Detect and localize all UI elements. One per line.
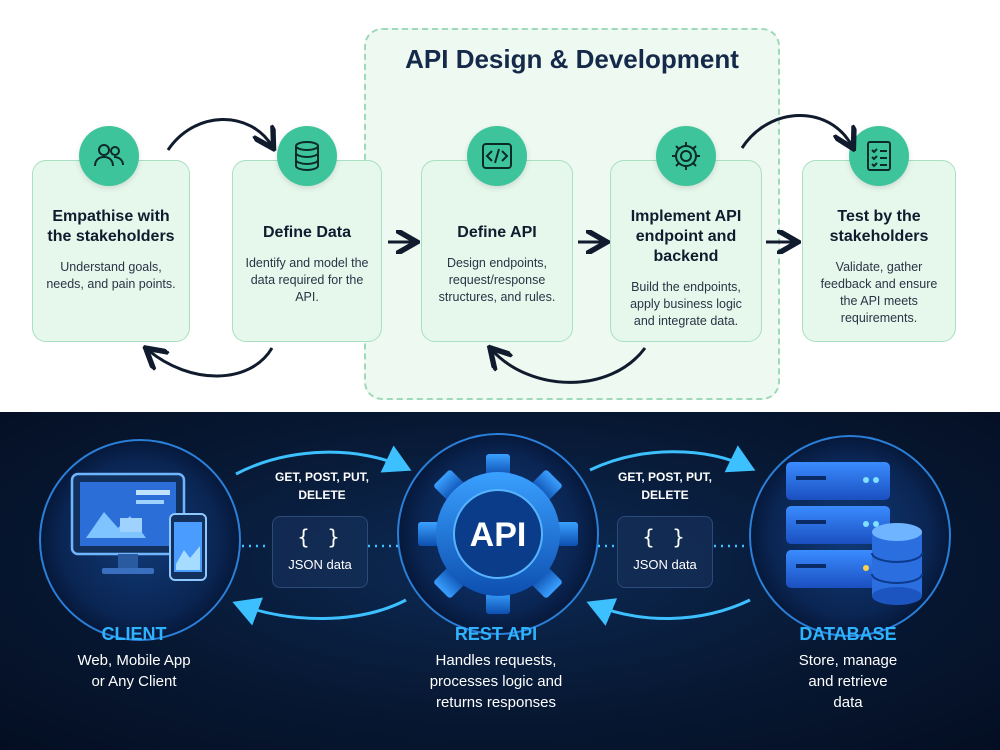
step-desc: Build the endpoints, apply business logi… xyxy=(630,280,742,328)
step-title: Define API xyxy=(457,224,537,241)
devices-icon xyxy=(70,472,207,581)
database-desc: Store, manage and retrieve data xyxy=(798,652,898,711)
group-title: API Design & Development xyxy=(405,44,739,74)
braces-icon: { } xyxy=(297,525,343,549)
api-design-process: API Design & Development Empathise with … xyxy=(32,28,956,400)
json-payload-box: { } JSON data xyxy=(272,516,368,588)
step-title: Test by the stakeholders xyxy=(829,208,929,245)
response-arrow-api-client xyxy=(232,597,407,626)
gear-icon xyxy=(656,126,716,186)
rest-architecture: API xyxy=(0,412,1000,750)
step-card-implement: Implement API endpoint and backend Build… xyxy=(610,160,762,342)
architecture-graphics: API xyxy=(39,433,951,641)
step-card-test: Test by the stakeholders Validate, gathe… xyxy=(802,160,956,342)
database-label: DATABASE xyxy=(799,624,897,644)
step-card-define-data: Define Data Identify and model the data … xyxy=(232,160,382,342)
step-card-define-api: Define API Design endpoints, request/res… xyxy=(421,160,573,342)
api-gear-label: API xyxy=(470,516,527,554)
code-icon xyxy=(467,126,527,186)
http-methods-label: GET, POST, PUT, DELETE xyxy=(274,470,370,502)
client-label: CLIENT xyxy=(101,624,167,644)
http-methods-label: GET, POST, PUT, DELETE xyxy=(617,470,713,502)
braces-icon: { } xyxy=(642,525,688,549)
users-icon xyxy=(79,126,139,186)
checklist-icon xyxy=(849,126,909,186)
step-desc: Understand goals, needs, and pain points… xyxy=(46,260,176,291)
server-icon xyxy=(786,462,923,605)
step-title: Define Data xyxy=(262,224,352,241)
cylinder-icon xyxy=(871,523,923,605)
json-payload-box: { } JSON data xyxy=(617,516,713,588)
arrow-empathise-to-data xyxy=(166,118,272,150)
client-desc: Web, Mobile App or Any Client xyxy=(77,652,191,690)
arrow-data-back xyxy=(148,348,274,378)
request-arrow-api-db xyxy=(589,445,756,473)
database-icon xyxy=(277,126,337,186)
gear-icon xyxy=(418,454,578,614)
step-title: Empathise with the stakeholders xyxy=(47,208,175,245)
rest-api-label: REST API xyxy=(454,624,538,644)
json-payload-label: JSON data xyxy=(633,557,697,572)
request-arrow-client-api xyxy=(235,445,412,476)
step-desc: Identify and model the data required for… xyxy=(245,256,369,304)
step-title: Implement API endpoint and backend xyxy=(630,208,742,265)
rest-api-desc: Handles requests, processes logic and re… xyxy=(429,652,563,711)
json-payload-label: JSON data xyxy=(288,557,352,572)
response-arrow-db-api xyxy=(586,598,751,626)
step-desc: Design endpoints, request/response struc… xyxy=(438,256,556,304)
step-desc: Validate, gather feedback and ensure the… xyxy=(820,260,938,325)
step-card-empathise: Empathise with the stakeholders Understa… xyxy=(32,160,190,342)
